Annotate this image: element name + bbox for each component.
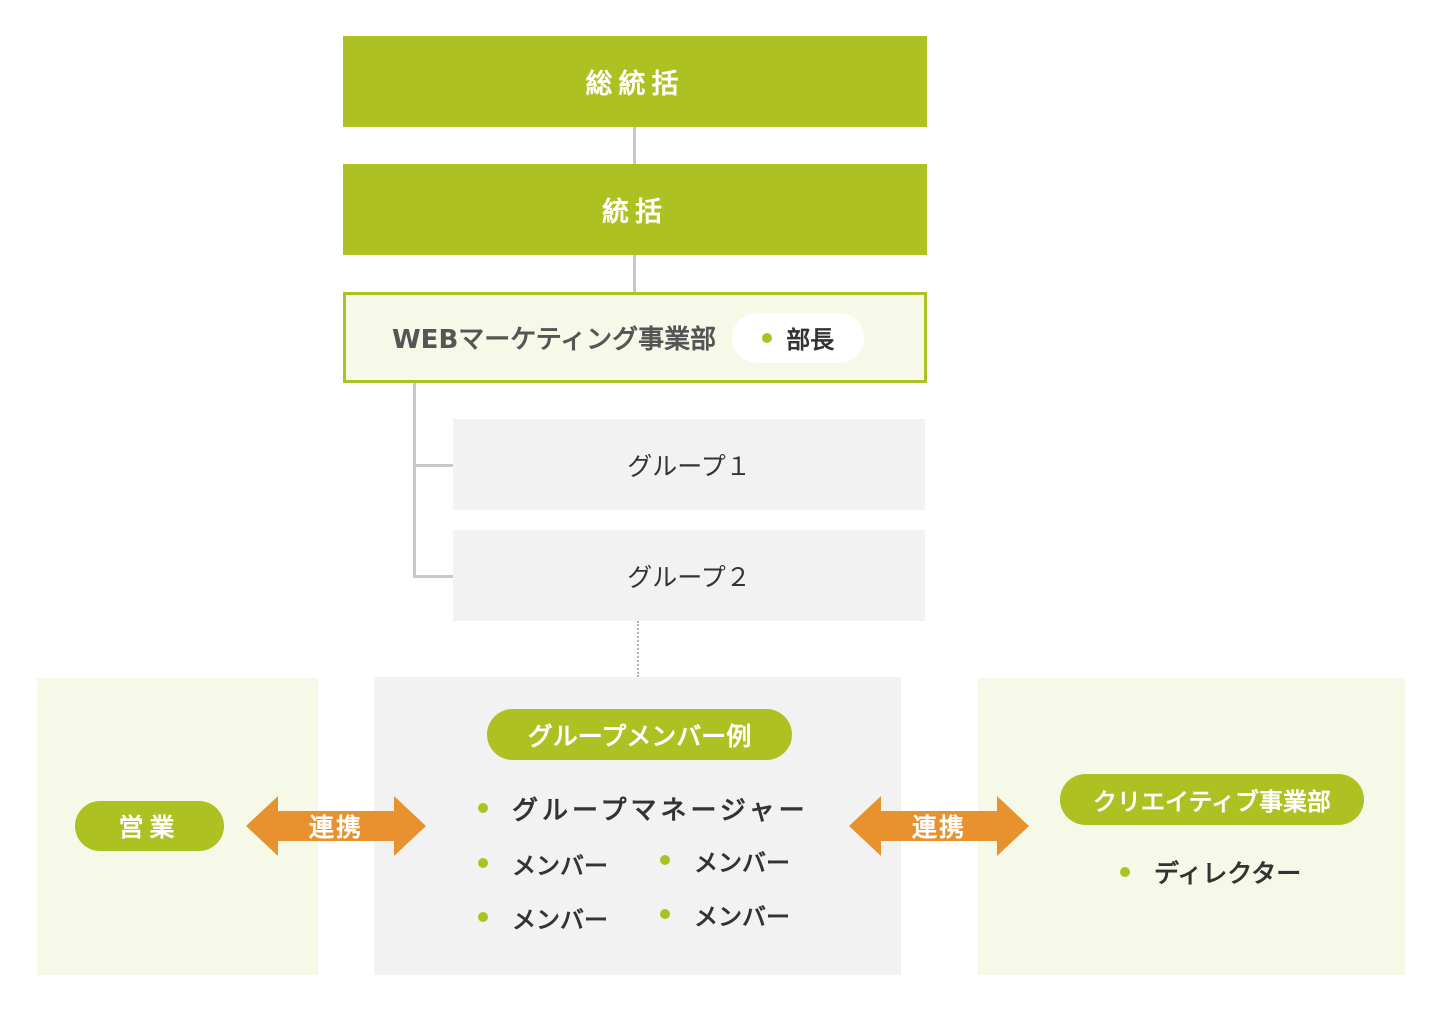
member-manager: グループマネージャー (478, 788, 809, 828)
management-box: 統括 (343, 164, 927, 255)
bullet-dot-icon (478, 912, 488, 922)
link-arrow-left: 連携 (246, 796, 426, 856)
group-box: グループ１ (453, 419, 925, 510)
member-label: メンバー (694, 848, 790, 877)
bullet-dot-icon (660, 909, 670, 919)
double-arrow-icon (246, 796, 426, 856)
manager-label: グループマネージャー (512, 795, 809, 826)
connector-line (633, 255, 636, 292)
member-item: メンバー (478, 843, 608, 883)
creative-panel (978, 678, 1405, 975)
tree-branch-line (413, 575, 453, 578)
creative-title: クリエイティブ事業部 (1092, 788, 1332, 816)
connector-line (633, 127, 636, 164)
group-box: グループ２ (453, 530, 925, 621)
top-management-label: 総統括 (585, 69, 685, 100)
department-head-label: 部長 (786, 326, 835, 354)
member-item: メンバー (478, 897, 608, 937)
creative-role-label: ディレクター (1154, 859, 1302, 888)
creative-role: ディレクター (1120, 852, 1301, 892)
link-label: 連携 (246, 796, 426, 856)
department-box: WEBマーケティング事業部 部長 (343, 292, 927, 383)
sales-label: 営業 (118, 813, 181, 842)
department-name: WEBマーケティング事業部 (392, 325, 717, 355)
bullet-dot-icon (478, 858, 488, 868)
member-label: メンバー (512, 905, 608, 934)
group-label: グループ２ (627, 562, 751, 592)
management-label: 統括 (602, 197, 668, 228)
tree-branch-line (413, 464, 453, 467)
dotted-connector (637, 621, 639, 677)
top-management-box: 総統括 (343, 36, 927, 127)
group-members-title-pill: グループメンバー例 (487, 709, 792, 760)
member-label: メンバー (512, 851, 608, 880)
member-item: メンバー (660, 894, 790, 934)
bullet-dot-icon (762, 332, 773, 343)
member-label: メンバー (694, 902, 790, 931)
department-head-badge: 部長 (732, 312, 865, 363)
link-label: 連携 (849, 796, 1029, 856)
bullet-dot-icon (478, 803, 488, 813)
link-arrow-right: 連携 (849, 796, 1029, 856)
creative-title-pill: クリエイティブ事業部 (1060, 774, 1364, 825)
link-label-text: 連携 (308, 813, 363, 842)
group-members-title: グループメンバー例 (527, 721, 752, 751)
bullet-dot-icon (660, 855, 670, 865)
member-item: メンバー (660, 840, 790, 880)
group-label: グループ１ (627, 451, 751, 481)
tree-vertical-line (413, 383, 416, 578)
link-label-text: 連携 (911, 813, 966, 842)
sales-pill: 営業 (75, 801, 224, 851)
bullet-dot-icon (1120, 867, 1130, 877)
double-arrow-icon (849, 796, 1029, 856)
